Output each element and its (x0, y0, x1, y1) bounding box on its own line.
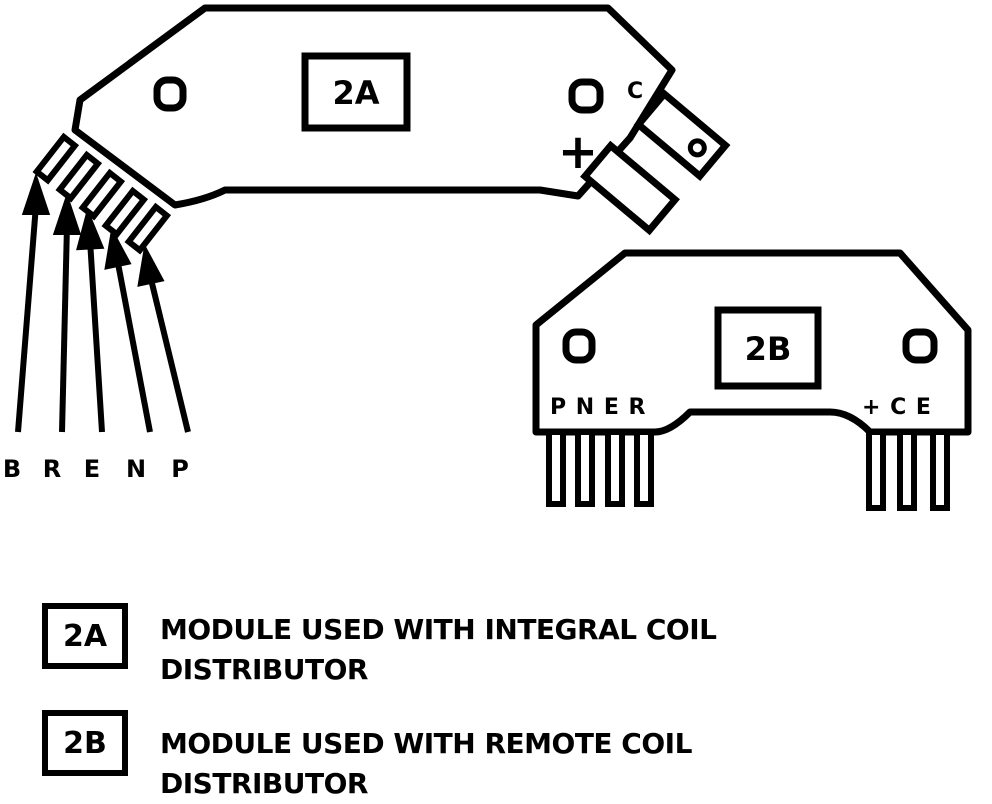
legend-2a-line2: DISTRIBUTOR (160, 653, 368, 686)
arrow-e (87, 239, 105, 433)
module-2a-pin-label-b: B (3, 455, 21, 483)
module-2a-pin-label-r: R (43, 455, 61, 483)
module-2a-terminal-c-label: C (627, 79, 643, 104)
module-2b-badge-box (714, 306, 822, 390)
module-2a-terminal-c (633, 89, 731, 181)
module-2a-right-hole (568, 78, 604, 114)
legend-2a-text: MODULE USED WITH INTEGRAL COIL DISTRIBUT… (160, 610, 717, 690)
module-2a: 2A C + (3, 4, 731, 483)
legend-2b-line2: DISTRIBUTOR (160, 767, 368, 800)
module-2a-pin-label-e: E (84, 455, 100, 483)
module-2b-right-hole (902, 328, 938, 364)
legend-2b-line1: MODULE USED WITH REMOTE COIL (160, 727, 692, 760)
module-2a-badge: 2A (332, 74, 379, 112)
arrow-r (59, 224, 70, 433)
legend-2b-badge: 2B (42, 710, 128, 776)
module-2a-pin-arrows (15, 172, 191, 433)
arrow-p (147, 274, 191, 433)
module-2b-badge: 2B (745, 330, 792, 368)
module-2a-pin-label-p: P (171, 455, 189, 483)
module-2b-right-pin-labels: + C E (862, 395, 932, 420)
module-2b-left-hole (562, 328, 596, 364)
module-2a-terminal-plus (580, 140, 680, 236)
module-2a-left-hole (153, 76, 187, 112)
legend-2a-badge: 2A (42, 603, 128, 669)
arrow-b (15, 204, 39, 433)
module-2b-pins (546, 429, 950, 511)
module-2a-pin-label-n: N (126, 455, 146, 483)
legend-2b-text: MODULE USED WITH REMOTE COIL DISTRIBUTOR (160, 724, 692, 804)
module-2b-left-pin-labels: P N E R (550, 395, 646, 420)
arrow-n (114, 257, 153, 433)
module-2b: 2B P N E R + C E (532, 249, 972, 511)
module-2a-badge-box (301, 52, 411, 132)
legend-2a-line1: MODULE USED WITH INTEGRAL COIL (160, 613, 717, 646)
